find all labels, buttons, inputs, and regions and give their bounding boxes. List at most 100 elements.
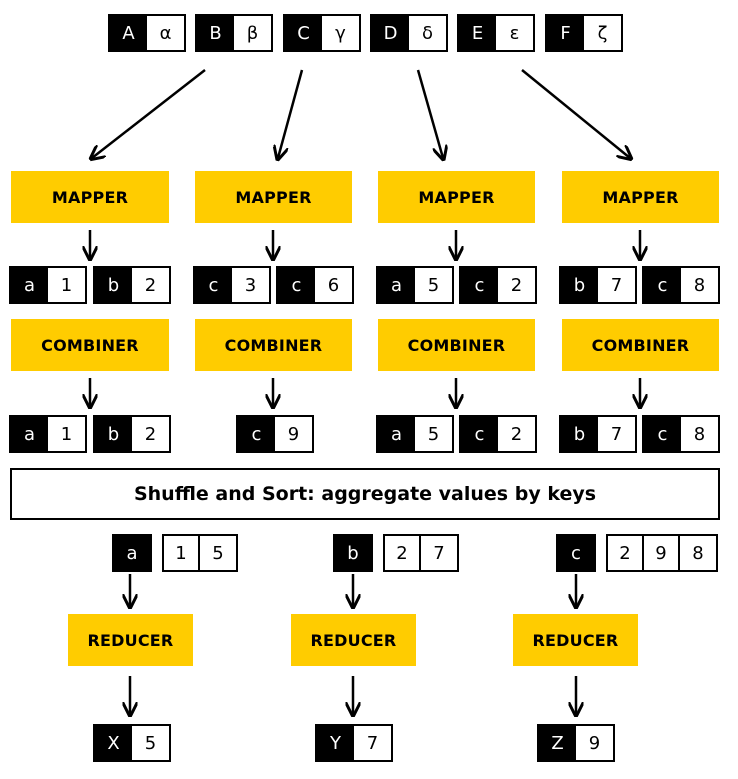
pair-key: c <box>278 268 315 302</box>
group-value: 1 <box>164 536 200 570</box>
pair-value: 2 <box>498 268 535 302</box>
arrow-b-to-mapper1 <box>92 69 206 158</box>
input-key: D <box>372 16 409 50</box>
group-value: 9 <box>644 536 680 570</box>
input-pair-d: D δ <box>370 14 448 52</box>
combiner-output-pair: c 9 <box>236 415 314 453</box>
group-values-a: 1 5 <box>162 534 238 572</box>
mapper-output-pair: c 2 <box>459 266 537 304</box>
reducer-box-1: REDUCER <box>68 614 193 666</box>
mapper-output-pair: c 3 <box>193 266 271 304</box>
result-key: Y <box>317 726 354 760</box>
shuffle-sort-bar: Shuffle and Sort: aggregate values by ke… <box>10 468 720 520</box>
input-pair-a: A α <box>108 14 186 52</box>
pair-key: c <box>238 417 275 451</box>
pair-value: 5 <box>415 268 452 302</box>
input-value: β <box>234 16 271 50</box>
mapper-box-2: MAPPER <box>195 171 352 223</box>
arrow-e-to-mapper4 <box>521 69 630 158</box>
combiner-output-pair: a 1 <box>9 415 87 453</box>
result-key: Z <box>539 726 576 760</box>
input-key: C <box>285 16 322 50</box>
input-key: F <box>547 16 584 50</box>
mapper-output-pair: a 5 <box>376 266 454 304</box>
pair-value: 5 <box>415 417 452 451</box>
combiner-box-3: COMBINER <box>378 319 535 371</box>
group-key-a: a <box>112 534 152 572</box>
group-key-b: b <box>333 534 373 572</box>
input-pair-c: C γ <box>283 14 361 52</box>
mapper-box-1: MAPPER <box>11 171 169 223</box>
result-value: 9 <box>576 726 613 760</box>
pair-value: 3 <box>232 268 269 302</box>
result-value: 5 <box>132 726 169 760</box>
pair-key: c <box>644 417 681 451</box>
pair-value: 8 <box>681 268 718 302</box>
pair-key: a <box>378 417 415 451</box>
input-key: A <box>110 16 147 50</box>
mapper-output-pair: a 1 <box>9 266 87 304</box>
mapper-output-pair: c 8 <box>642 266 720 304</box>
pair-value: 9 <box>275 417 312 451</box>
pair-key: a <box>11 417 48 451</box>
input-value: α <box>147 16 184 50</box>
pair-value: 2 <box>132 268 169 302</box>
pair-key: c <box>461 417 498 451</box>
group-value: 2 <box>608 536 644 570</box>
reducer-box-2: REDUCER <box>291 614 416 666</box>
input-pair-b: B β <box>195 14 273 52</box>
result-pair-x: X 5 <box>93 724 171 762</box>
group-values-b: 2 7 <box>383 534 459 572</box>
input-pair-f: F ζ <box>545 14 623 52</box>
mapper-output-pair: c 6 <box>276 266 354 304</box>
group-values-c: 2 9 8 <box>606 534 718 572</box>
pair-key: c <box>644 268 681 302</box>
mapper-output-pair: b 7 <box>559 266 637 304</box>
input-value: γ <box>322 16 359 50</box>
input-value: δ <box>409 16 446 50</box>
pair-key: a <box>11 268 48 302</box>
combiner-output-pair: c 2 <box>459 415 537 453</box>
mapper-box-3: MAPPER <box>378 171 535 223</box>
combiner-box-1: COMBINER <box>11 319 169 371</box>
mapper-output-pair: b 2 <box>93 266 171 304</box>
pair-key: b <box>95 417 132 451</box>
arrow-c-to-mapper2 <box>278 69 304 158</box>
pair-value: 7 <box>598 268 635 302</box>
result-value: 7 <box>354 726 391 760</box>
pair-key: b <box>561 268 598 302</box>
arrow-d-to-mapper3 <box>416 69 443 158</box>
group-value: 5 <box>212 542 224 564</box>
combiner-output-pair: b 2 <box>93 415 171 453</box>
pair-value: 6 <box>315 268 352 302</box>
input-value: ε <box>496 16 533 50</box>
pair-value: 1 <box>48 268 85 302</box>
result-pair-y: Y 7 <box>315 724 393 762</box>
pair-value: 1 <box>48 417 85 451</box>
combiner-box-2: COMBINER <box>195 319 352 371</box>
pair-key: c <box>195 268 232 302</box>
input-key: E <box>459 16 496 50</box>
result-pair-z: Z 9 <box>537 724 615 762</box>
group-key-c: c <box>556 534 596 572</box>
mapper-box-4: MAPPER <box>562 171 719 223</box>
reducer-box-3: REDUCER <box>513 614 638 666</box>
pair-value: 7 <box>598 417 635 451</box>
pair-key: b <box>561 417 598 451</box>
result-key: X <box>95 726 132 760</box>
pair-value: 8 <box>681 417 718 451</box>
group-value: 2 <box>385 536 421 570</box>
group-value: 7 <box>433 542 445 564</box>
combiner-output-pair: a 5 <box>376 415 454 453</box>
input-pair-e: E ε <box>457 14 535 52</box>
pair-value: 2 <box>132 417 169 451</box>
pair-key: b <box>95 268 132 302</box>
combiner-output-pair: c 8 <box>642 415 720 453</box>
input-value: ζ <box>584 16 621 50</box>
group-value: 8 <box>692 542 704 564</box>
pair-key: a <box>378 268 415 302</box>
pair-key: c <box>461 268 498 302</box>
pair-value: 2 <box>498 417 535 451</box>
